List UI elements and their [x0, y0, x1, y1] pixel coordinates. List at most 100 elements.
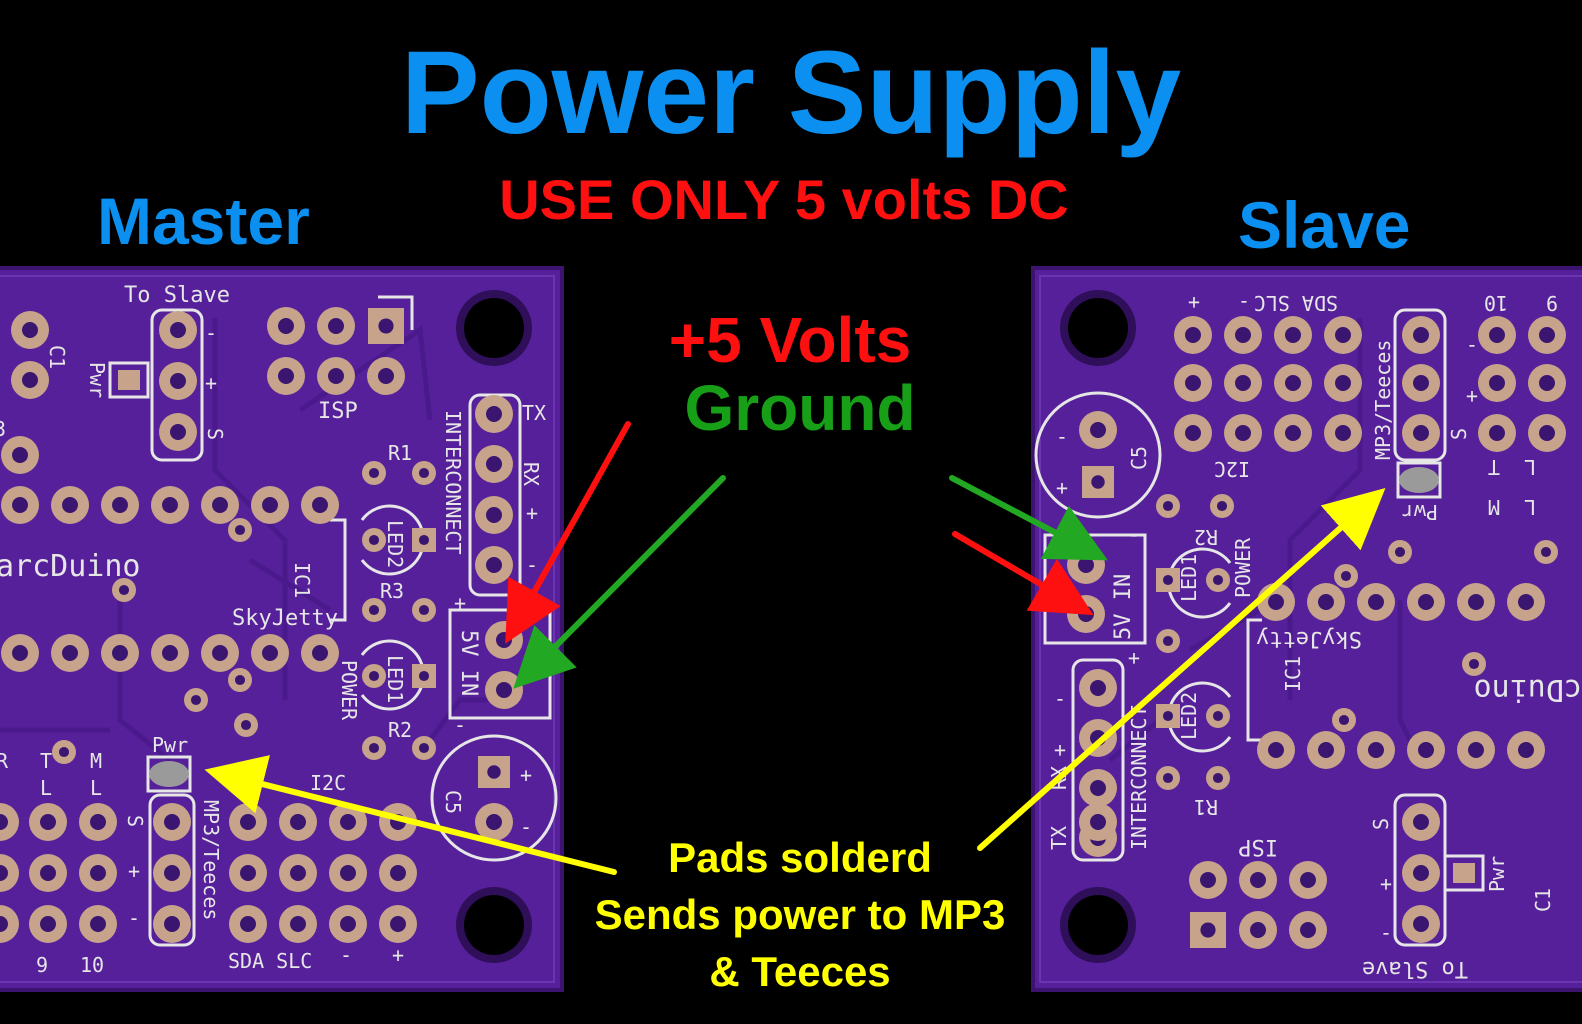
pad-drill — [240, 916, 256, 932]
master-silk-arcduino: arcDuino — [0, 549, 141, 584]
master-silk-minus-5: - — [340, 943, 352, 967]
slave-silk-s-2: S — [1369, 818, 1393, 830]
pad-drill — [1340, 570, 1352, 582]
slave-silk-10: 10 — [1484, 291, 1508, 315]
master-silk-c1: C1 — [45, 345, 69, 369]
slave-silk-pwr: Pwr — [1402, 500, 1438, 524]
slave-silk-interconnect: INTERCONNECT — [1127, 706, 1151, 851]
pad-drill — [170, 373, 186, 389]
pad-drill — [240, 719, 252, 731]
pad-drill — [1468, 594, 1484, 610]
master-silk-ic1: IC1 — [290, 562, 314, 598]
pad-drill — [1335, 375, 1351, 391]
slave-silk-plus-1: + — [1188, 291, 1200, 315]
slave-silk-mp3-teeces: MP3/Teeces — [1371, 340, 1395, 460]
pad-drill — [418, 742, 430, 754]
slave-silk-arcduino: rcDuino — [1474, 672, 1582, 707]
pad-drill — [312, 645, 328, 661]
pads-note-line3: & Teeces — [709, 948, 891, 995]
pad-drill — [290, 916, 306, 932]
pad-drill — [1091, 475, 1105, 489]
pad-drill — [1162, 772, 1174, 784]
pad-drill — [40, 865, 56, 881]
pad-drill — [1212, 574, 1224, 586]
slave-silk-minus-5: - — [1054, 689, 1066, 713]
pad-drill — [0, 865, 8, 881]
slave-silk-plus-2: + — [1466, 385, 1478, 409]
pad-drill — [328, 368, 344, 384]
pad-drill — [262, 645, 278, 661]
pad-drill — [1235, 425, 1251, 441]
pad-drill — [22, 372, 38, 388]
pad-drill — [12, 447, 28, 463]
pad-drill — [278, 368, 294, 384]
pad-drill — [90, 916, 106, 932]
master-silk-plus-5: + — [392, 943, 404, 967]
pad-drill — [112, 497, 128, 513]
pad-drill — [1540, 546, 1552, 558]
pad-drill — [40, 916, 56, 932]
pad-drill — [340, 916, 356, 932]
pad-drill — [368, 467, 380, 479]
pad-drill — [418, 467, 430, 479]
pad-drill — [12, 497, 28, 513]
slave-silk-sda-slc: SDA SLC — [1254, 291, 1338, 315]
pad-drill — [62, 497, 78, 513]
pad-drill — [390, 865, 406, 881]
plus-5-volts-label: +5 Volts — [668, 304, 912, 376]
slave-silk-minus-1: - — [1238, 291, 1250, 315]
pad-drill — [418, 534, 430, 546]
ground-label: Ground — [684, 372, 916, 444]
pad-drill — [1539, 375, 1555, 391]
slave-silk-power: POWER — [1231, 537, 1255, 598]
arrow-pads-slave — [977, 488, 1386, 851]
master-label: Master — [97, 184, 310, 258]
round-pad — [0, 905, 19, 943]
master-silk-interconnect: INTERCONNECT — [441, 410, 465, 555]
pad-drill — [486, 814, 502, 830]
pad-drill — [368, 534, 380, 546]
pad-drill — [1185, 375, 1201, 391]
pad-drill — [1235, 327, 1251, 343]
pad-drill — [0, 814, 8, 830]
pad-drill — [1216, 500, 1228, 512]
pad-drill — [278, 318, 294, 334]
page-title: Power Supply — [400, 27, 1182, 159]
master-silk-skyjetty: SkyJetty — [232, 606, 338, 631]
master-silk-plus-2: + — [454, 591, 466, 615]
pads-note-line2: Sends power to MP3 — [594, 891, 1006, 938]
pad-drill — [1090, 780, 1106, 796]
pad-drill — [164, 814, 180, 830]
master-silk-plus-3: + — [520, 763, 532, 787]
pad-drill — [390, 916, 406, 932]
slave-label: Slave — [1238, 188, 1411, 262]
master-silk-t: T — [40, 749, 52, 773]
pad-drill — [1418, 742, 1434, 758]
master-silk-s-1: S — [203, 428, 227, 440]
voltage-warning: USE ONLY 5 volts DC — [499, 168, 1069, 231]
slave-silk-isp: ISP — [1238, 834, 1278, 859]
master-silk-r: R — [0, 749, 9, 773]
pad-drill — [1078, 606, 1094, 622]
round-pad — [0, 854, 19, 892]
pad-drill — [164, 916, 180, 932]
master-silk-r2: R2 — [388, 718, 412, 742]
pad-drill — [1318, 594, 1334, 610]
pad-drill — [234, 524, 246, 536]
slave-silk-skyjetty: SkyJetty — [1256, 626, 1362, 651]
pad-drill — [234, 674, 246, 686]
pad-drill — [1162, 710, 1174, 722]
pad-drill — [1250, 922, 1266, 938]
pad-drill — [486, 456, 502, 472]
pad-drill — [486, 406, 502, 422]
pad-drill — [1090, 814, 1106, 830]
pad-drill — [312, 497, 328, 513]
pad-drill — [1335, 425, 1351, 441]
pad-drill — [1413, 916, 1429, 932]
pad-drill — [112, 645, 128, 661]
pad-drill — [1300, 872, 1316, 888]
master-silk-s-2: S — [123, 815, 147, 827]
master-silk-3: 3 — [0, 417, 6, 441]
pad-drill — [1300, 922, 1316, 938]
